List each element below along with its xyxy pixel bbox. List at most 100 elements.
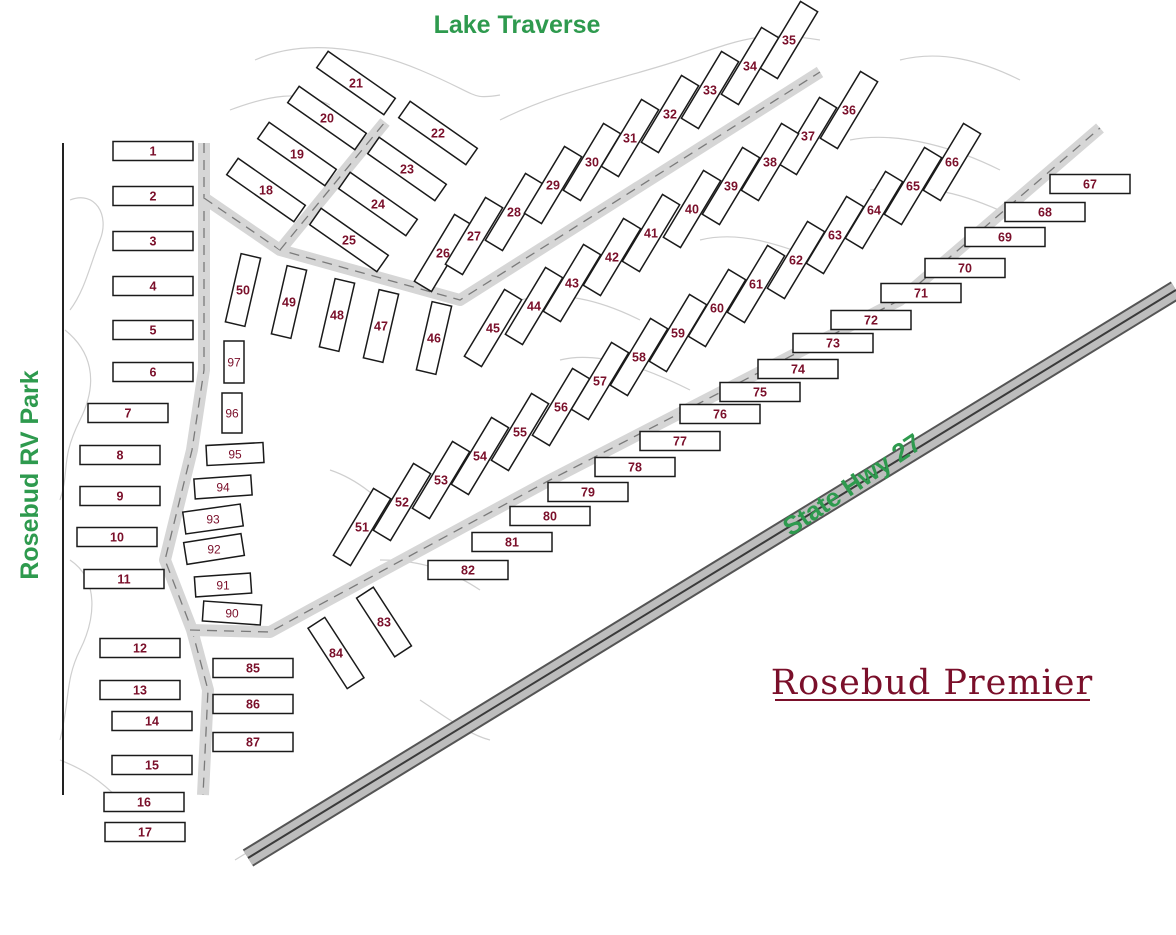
campsite-lot[interactable]: 81: [471, 531, 553, 553]
campsite-lot[interactable]: 13: [99, 679, 181, 701]
campsite-lot[interactable]: 34: [720, 26, 780, 106]
campsite-lot[interactable]: 40: [662, 169, 722, 249]
campsite-lot[interactable]: 54: [450, 416, 510, 496]
campsite-lot[interactable]: 25: [308, 207, 390, 273]
campsite-lot-outline: [830, 309, 912, 331]
campsite-lot[interactable]: 50: [224, 252, 262, 328]
campsite-lot[interactable]: 1: [112, 140, 194, 162]
campsite-lot[interactable]: 60: [687, 268, 747, 348]
campsite-lot[interactable]: 57: [570, 341, 630, 421]
campsite-lot[interactable]: 69: [964, 226, 1046, 248]
campsite-lot[interactable]: 96: [221, 392, 243, 434]
campsite-lot[interactable]: 37: [778, 96, 838, 176]
campsite-lot[interactable]: 9: [79, 485, 161, 507]
campsite-lot[interactable]: 63: [805, 195, 865, 275]
campsite-lot-number: 17: [138, 826, 152, 840]
campsite-lot[interactable]: 8: [79, 444, 161, 466]
campsite-lot[interactable]: 24: [337, 171, 419, 237]
campsite-lot-outline: [471, 531, 553, 553]
campsite-lot[interactable]: 38: [740, 122, 800, 202]
campsite-lot[interactable]: 39: [701, 146, 761, 226]
campsite-lot[interactable]: 31: [600, 98, 660, 178]
campsite-lot[interactable]: 79: [547, 481, 629, 503]
campsite-lot[interactable]: 84: [306, 616, 366, 690]
campsite-lot[interactable]: 80: [509, 505, 591, 527]
campsite-lot[interactable]: 18: [225, 157, 307, 223]
campsite-lot[interactable]: 30: [562, 122, 622, 202]
campsite-lot[interactable]: 77: [639, 430, 721, 452]
campsite-lot[interactable]: 29: [523, 145, 583, 225]
campsite-lot[interactable]: 85: [212, 657, 294, 679]
campsite-lot[interactable]: 48: [318, 277, 356, 353]
campsite-lot[interactable]: 26: [413, 213, 473, 293]
campsite-lot[interactable]: 35: [759, 0, 819, 80]
campsite-lot[interactable]: 53: [411, 440, 471, 520]
campsite-lot[interactable]: 86: [212, 693, 294, 715]
campsite-lot[interactable]: 97: [223, 340, 245, 384]
campsite-lot[interactable]: 71: [880, 282, 962, 304]
campsite-lot[interactable]: 51: [332, 487, 392, 567]
campsite-lot[interactable]: 93: [181, 503, 245, 535]
campsite-lot[interactable]: 59: [648, 293, 708, 373]
campsite-lot[interactable]: 36: [819, 70, 879, 150]
campsite-lot[interactable]: 42: [582, 217, 642, 297]
campsite-lot[interactable]: 65: [883, 146, 943, 226]
campsite-lot[interactable]: 21: [315, 50, 397, 116]
campsite-lot[interactable]: 82: [427, 559, 509, 581]
campsite-lot[interactable]: 17: [104, 821, 186, 843]
campsite-lot[interactable]: 75: [719, 381, 801, 403]
campsite-lot[interactable]: 49: [270, 264, 308, 340]
campsite-lot-number: 52: [395, 496, 409, 510]
campsite-lot[interactable]: 41: [621, 193, 681, 273]
campsite-lot[interactable]: 73: [792, 332, 874, 354]
campsite-lot[interactable]: 83: [355, 586, 413, 658]
campsite-lot[interactable]: 6: [112, 361, 194, 383]
campsite-lot[interactable]: 67: [1049, 173, 1131, 195]
campsite-lot[interactable]: 76: [679, 403, 761, 425]
campsite-lot[interactable]: 10: [76, 526, 158, 548]
campsite-lot[interactable]: 66: [922, 122, 982, 202]
campsite-lot-outline: [270, 264, 308, 340]
campsite-lot[interactable]: 23: [366, 136, 448, 202]
campsite-lot[interactable]: 56: [531, 367, 591, 447]
campsite-lot[interactable]: 2: [112, 185, 194, 207]
campsite-lot[interactable]: 5: [112, 319, 194, 341]
campsite-lot[interactable]: 58: [609, 317, 669, 397]
campsite-lot[interactable]: 94: [193, 474, 253, 500]
campsite-lot[interactable]: 44: [504, 266, 564, 346]
campsite-lot[interactable]: 95: [205, 441, 265, 467]
campsite-lot[interactable]: 68: [1004, 201, 1086, 223]
campsite-lot[interactable]: 74: [757, 358, 839, 380]
campsite-lot[interactable]: 19: [256, 121, 338, 187]
campsite-lot[interactable]: 27: [444, 196, 504, 276]
campsite-lot-number: 61: [749, 278, 763, 292]
campsite-lot[interactable]: 72: [830, 309, 912, 331]
campsite-lot[interactable]: 78: [594, 456, 676, 478]
campsite-lot[interactable]: 90: [201, 600, 263, 626]
campsite-lot[interactable]: 22: [397, 100, 479, 166]
campsite-lot[interactable]: 32: [640, 74, 700, 154]
campsite-lot[interactable]: 11: [83, 568, 165, 590]
campsite-lot[interactable]: 46: [415, 300, 453, 376]
campsite-lot[interactable]: 64: [844, 170, 904, 250]
campsite-lot[interactable]: 28: [484, 172, 544, 252]
campsite-lot[interactable]: 45: [463, 288, 523, 368]
campsite-lot[interactable]: 91: [193, 572, 253, 598]
campsite-lot[interactable]: 15: [111, 754, 193, 776]
campsite-lot[interactable]: 4: [112, 275, 194, 297]
campsite-lot[interactable]: 55: [490, 392, 550, 472]
campsite-lot[interactable]: 70: [924, 257, 1006, 279]
campsite-lot[interactable]: 61: [726, 244, 786, 324]
campsite-lot[interactable]: 7: [87, 402, 169, 424]
campsite-lot[interactable]: 3: [112, 230, 194, 252]
campsite-lot[interactable]: 52: [372, 462, 432, 542]
campsite-lot[interactable]: 62: [766, 220, 826, 300]
campsite-lot[interactable]: 92: [182, 532, 246, 566]
campsite-lot[interactable]: 14: [111, 710, 193, 732]
campsite-lot[interactable]: 87: [212, 731, 294, 753]
campsite-lot[interactable]: 12: [99, 637, 181, 659]
campsite-lot[interactable]: 20: [286, 85, 368, 151]
campsite-lot[interactable]: 47: [362, 288, 400, 364]
campsite-lot[interactable]: 33: [680, 50, 740, 130]
campsite-lot[interactable]: 16: [103, 791, 185, 813]
